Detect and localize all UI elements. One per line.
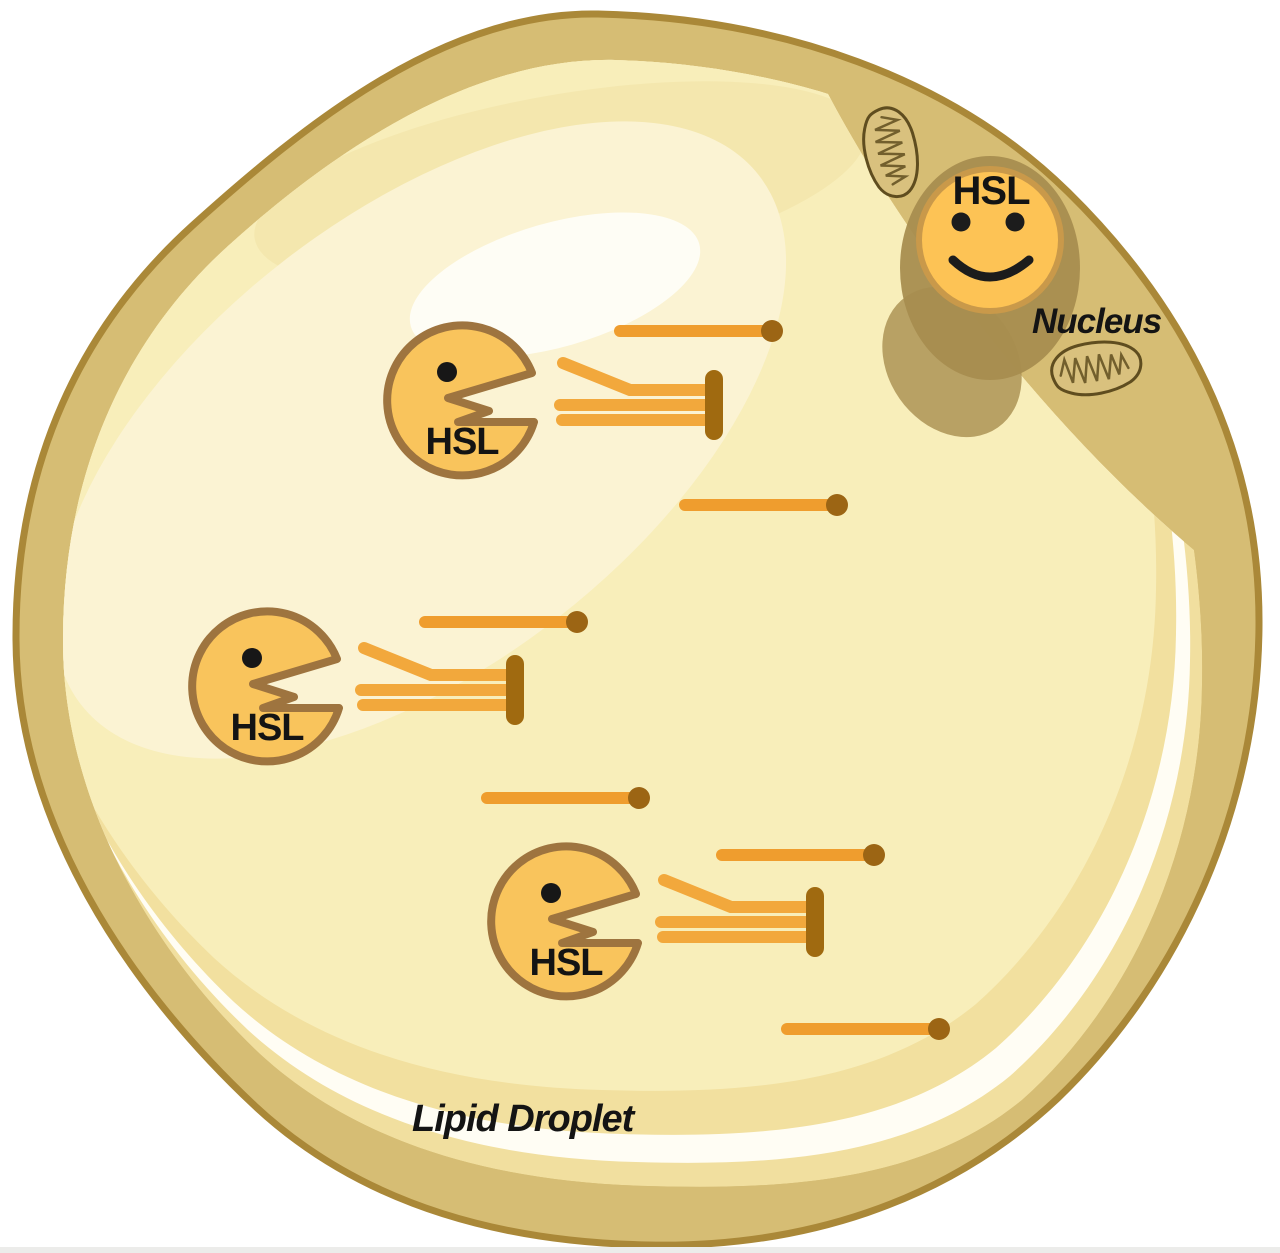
- hsl-enzyme-1-label: HSL: [426, 421, 500, 463]
- hsl-enzyme-2: HSL: [192, 611, 339, 761]
- pacman-eye: [541, 883, 561, 903]
- bottom-edge-strip: [0, 1247, 1280, 1253]
- nucleus-eye-left: [951, 212, 971, 232]
- hsl-enzyme-1: HSL: [387, 325, 534, 475]
- droplet-white-gloss: [409, 212, 701, 358]
- nucleus-smile: [948, 255, 1034, 282]
- nucleus: HSL: [916, 166, 1064, 314]
- pacman-eye: [437, 362, 457, 382]
- hsl-enzyme-3: HSL: [491, 846, 638, 996]
- nucleus-eye-right: [1005, 212, 1025, 232]
- hsl-enzyme-2-label: HSL: [231, 707, 305, 749]
- pacman-eye: [242, 648, 262, 668]
- nucleus-hsl-label: HSL: [953, 169, 1031, 213]
- hsl-enzyme-3-label: HSL: [530, 942, 604, 984]
- nucleus-caption: Nucleus: [1032, 302, 1162, 341]
- nucleus-circle: [916, 166, 1064, 314]
- lipid-droplet-caption: Lipid Droplet: [412, 1098, 636, 1140]
